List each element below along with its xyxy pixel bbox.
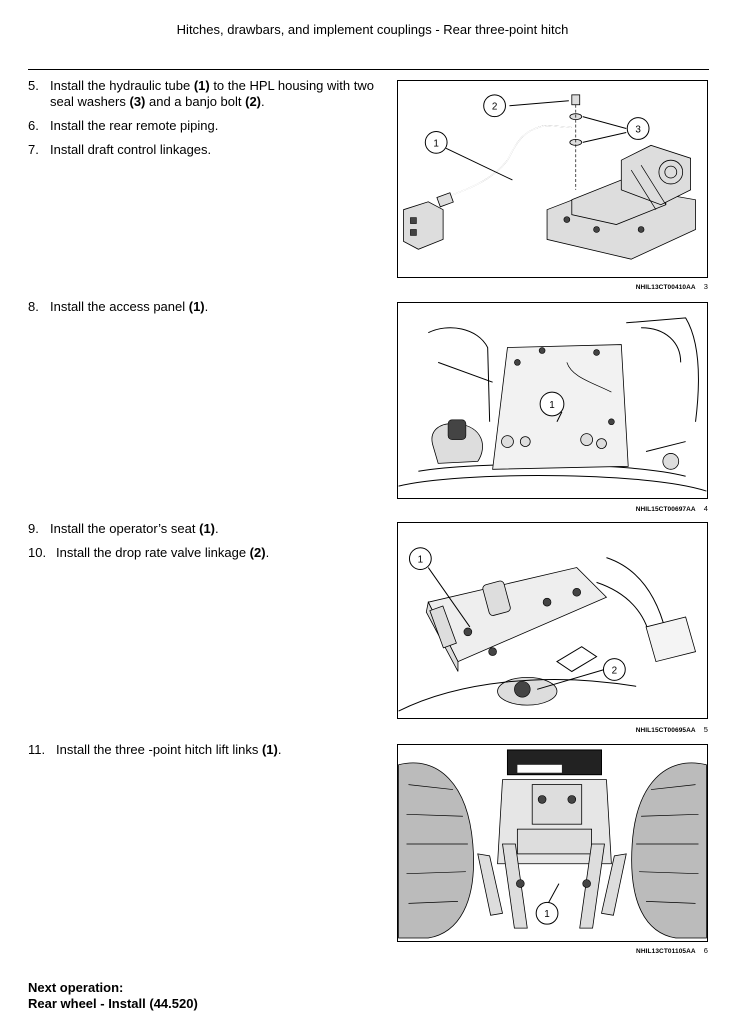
svg-text:2: 2 [492,102,498,113]
figure-operator-seat: 1 2 [397,522,708,719]
figure-hydraulic-tube-drawing: 1 2 3 [403,94,696,260]
callout-1: 1 [535,901,559,925]
next-operation-label: Next operation: [28,980,124,995]
figure-lift-links-drawing: 1 [398,749,707,939]
step-ref: (1) [199,521,215,536]
step-ref: (1) [261,742,278,757]
step-text: . [204,299,209,314]
svg-text:1: 1 [418,555,424,566]
step-text: Install the three -point hitch lift link… [56,742,262,757]
page-header: Hitches, drawbars, and implement couplin… [0,22,745,37]
callout-2: 2 [483,94,506,118]
step-5: 5. Install the hydraulic tube (1) to the… [28,78,378,110]
step-text: . [265,545,270,560]
page-header-title: Hitches, drawbars, and implement couplin… [176,22,569,37]
steps-group-3: 9. Install the operator’s seat (1). 10. … [28,521,378,569]
figure-number: 3 [703,282,708,291]
figure-code: NHIL13CT01105AA [636,948,696,955]
figure-caption: NHIL15CT00695AA 5 [397,725,708,734]
svg-text:2: 2 [612,665,618,676]
step-text: . [261,94,265,109]
figure-access-panel-drawing: 1 [398,317,707,492]
step-text: . [277,742,282,757]
steps-group-1: 5. Install the hydraulic tube (1) to the… [28,78,378,166]
step-text: Install the drop rate valve linkage [56,545,250,560]
figure-number: 6 [703,946,708,955]
step-text: Install the access panel [50,299,189,314]
svg-text:1: 1 [433,138,439,149]
step-text: Install the hydraulic tube [50,78,194,93]
step-text: to the HPL housing with two seal washers [50,78,374,109]
steps-group-4: 11. Install the three -point hitch lift … [28,742,378,766]
step-text: Install the operator’s seat [50,521,200,536]
callout-2: 2 [602,658,626,681]
step-number: 7. [28,142,39,157]
step-7: 7. Install draft control linkages. [28,142,378,158]
figure-number: 4 [703,504,708,513]
svg-text:3: 3 [635,124,641,135]
figure-number: 5 [703,725,708,734]
step-number: 10. [28,545,47,560]
step-8: 8. Install the access panel (1). [28,299,378,315]
figure-lift-links: 1 [397,744,708,942]
figure-code: NHIL15CT00697AA [635,506,696,513]
svg-text:1: 1 [544,909,550,920]
step-10: 10. Install the drop rate valve linkage … [28,545,378,561]
step-number: 9. [28,521,39,536]
step-ref: (1) [193,78,210,93]
callout-1: 1 [408,547,432,571]
step-9: 9. Install the operator’s seat (1). [28,521,378,537]
figure-access-panel: 1 [397,302,708,499]
step-text: and a banjo bolt [145,94,246,109]
figure-hydraulic-tube: 1 2 3 [397,80,708,278]
figure-code: NHIL13CT00410AA [635,284,696,291]
step-text: Install the rear remote piping. [50,118,219,133]
svg-text:1: 1 [549,400,555,411]
figure-code: NHIL15CT00695AA [635,727,696,734]
header-rule [28,69,709,70]
step-number: 8. [28,299,39,314]
callout-3: 3 [626,117,650,140]
step-ref: (3) [129,94,146,109]
step-text: . [215,521,219,536]
callout-1: 1 [424,130,448,154]
step-ref: (1) [188,299,205,314]
step-11: 11. Install the three -point hitch lift … [28,742,378,758]
figure-operator-seat-drawing: 1 2 [398,547,697,712]
step-ref: (2) [249,545,266,560]
figure-caption: NHIL13CT00410AA 3 [397,282,708,291]
step-number: 11. [28,742,46,757]
step-number: 6. [28,118,39,133]
step-number: 5. [28,78,39,93]
step-text: Install draft control linkages. [50,142,212,157]
next-operation: Next operation: Rear wheel - Install (44… [28,980,198,1012]
step-ref: (2) [245,94,262,109]
step-6: 6. Install the rear remote piping. [28,118,378,134]
callout-1: 1 [539,391,565,417]
steps-group-2: 8. Install the access panel (1). [28,299,378,323]
figure-caption: NHIL15CT00697AA 4 [397,504,708,513]
figure-caption: NHIL13CT01105AA 6 [397,946,708,955]
next-operation-link[interactable]: Rear wheel - Install (44.520) [28,996,198,1011]
